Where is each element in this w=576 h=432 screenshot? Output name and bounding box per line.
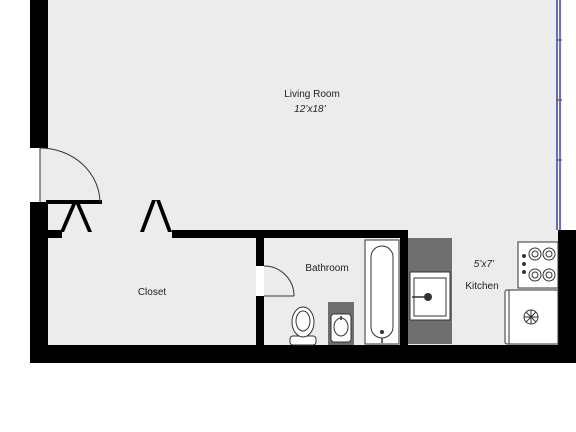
bathtub-icon [364,239,400,345]
closet-name: Closet [138,287,167,298]
stove-icon [517,241,559,289]
room-labels: Living Room 12’x18’ Closet Bathroom 5’x7… [138,89,499,298]
closet-floor [48,230,256,348]
bifold-leaf-3 [140,200,156,232]
living-room-dimensions: 12’x18’ [294,104,326,115]
bifold-leaf-1 [60,204,76,232]
kitchen-dimensions: 5’x7’ [474,259,495,270]
east-wall-lower [558,230,576,363]
south-wall [30,345,576,363]
west-wall-upper [30,0,48,148]
entry-door-jamb [46,200,102,204]
bifold-leaf-4 [156,200,172,232]
west-wall-lower [30,202,48,362]
floors [40,0,558,348]
closet-bath-partition-lower [256,296,264,348]
sink-icon [328,302,354,345]
living-room-name: Living Room [284,89,340,100]
closet-bifold-door[interactable] [60,200,172,232]
kitchen-name: Kitchen [465,281,498,292]
entry-floor [40,148,50,203]
entry-door[interactable] [39,147,101,204]
living-room-floor [48,0,558,230]
kitchen-sink-icon [409,271,451,321]
toilet-icon [289,306,317,346]
bathroom-name: Bathroom [305,263,348,274]
walls [30,0,576,363]
entry-door-swing-arc [39,147,101,204]
refrigerator-icon [504,289,559,345]
bathroom-door[interactable] [263,265,295,297]
bathroom-door-swing-arc [263,265,295,297]
closet-top-wall-left [48,230,62,238]
closet-top-wall [172,230,408,238]
windows [556,0,562,230]
bifold-leaf-2 [76,204,92,232]
bath-kitchen-partition [400,230,408,348]
closet-bath-partition-upper [256,236,264,266]
